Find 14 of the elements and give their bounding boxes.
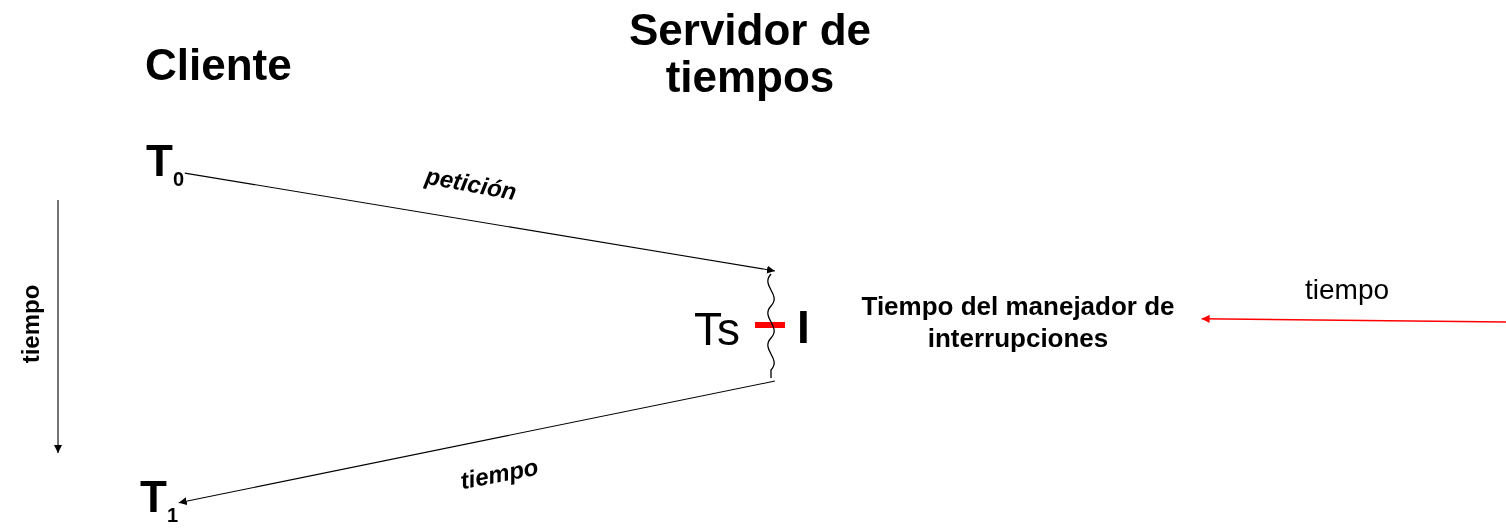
edge-label: petición [423, 161, 519, 207]
edge-label: tiempo [1305, 274, 1390, 306]
axis-label: tiempo [17, 284, 46, 364]
arrow [1200, 314, 1506, 323]
column-heading: Servidor de tiempos [627, 6, 873, 100]
time-label: Ts [694, 302, 740, 356]
edge-label: tiempo [458, 452, 541, 496]
arrow [178, 380, 776, 506]
column-heading: Cliente [145, 40, 292, 90]
interval-label: I [797, 300, 810, 354]
time-mark-label: T$_{0}$ [146, 138, 184, 202]
arrow [184, 172, 776, 274]
time-mark-label: T$_{1}$ [140, 474, 178, 528]
interrupt-handler-text: Tiempo del manejador de interrupciones [838, 290, 1198, 354]
